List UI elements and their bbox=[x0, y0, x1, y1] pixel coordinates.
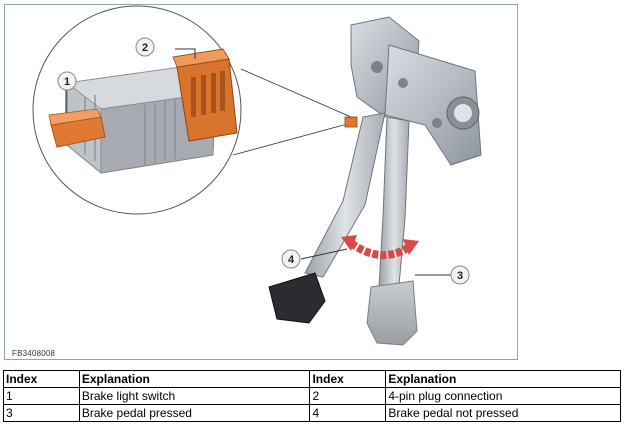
svg-text:2: 2 bbox=[142, 42, 148, 54]
explanation-cell: Brake light switch bbox=[78, 387, 311, 405]
switch-orange-clip bbox=[48, 108, 106, 148]
table-row: 3 Brake pedal pressed 4 Brake pedal not … bbox=[3, 404, 621, 422]
index-cell: 1 bbox=[3, 387, 80, 405]
svg-text:1: 1 bbox=[64, 76, 70, 88]
callout-2: 2 bbox=[135, 37, 155, 57]
index-cell: 2 bbox=[309, 387, 387, 405]
magnified-detail bbox=[32, 5, 242, 215]
pedal-pad-pressed bbox=[268, 272, 326, 324]
pedal-pad-not-pressed bbox=[366, 280, 418, 346]
callout-4: 4 bbox=[281, 249, 301, 269]
svg-text:3: 3 bbox=[457, 270, 463, 282]
callout-4-line bbox=[300, 248, 348, 260]
pedal-arm-pressed bbox=[304, 112, 386, 278]
pedal-illustration: 1 2 3 4 FB3408008 bbox=[4, 4, 518, 360]
svg-text:4: 4 bbox=[288, 254, 295, 266]
header-index: Index bbox=[3, 370, 80, 388]
header-explanation: Explanation bbox=[78, 370, 311, 388]
pedal-motion-arrow bbox=[341, 235, 419, 260]
pedal-arm-not-pressed bbox=[378, 116, 410, 288]
index-cell: 4 bbox=[309, 404, 387, 422]
callout-1: 1 bbox=[57, 71, 77, 91]
explanation-cell: Brake pedal pressed bbox=[78, 404, 311, 422]
explanation-cell: 4-pin plug connection bbox=[385, 387, 621, 405]
figure-code: FB3408008 bbox=[12, 349, 56, 358]
header-explanation: Explanation bbox=[385, 370, 621, 388]
callout-3: 3 bbox=[450, 265, 470, 285]
pedal-diagram: 1 2 3 4 bbox=[32, 5, 482, 346]
table-row: 1 Brake light switch 2 4-pin plug connec… bbox=[3, 387, 621, 405]
brake-light-switch bbox=[344, 116, 358, 128]
legend-header-row: Index Explanation Index Explanation bbox=[3, 370, 621, 388]
zoom-line-bottom bbox=[232, 122, 352, 156]
header-index: Index bbox=[309, 370, 387, 388]
zoom-line-top bbox=[240, 68, 352, 118]
pedal-assembly bbox=[268, 16, 482, 346]
plug-connection-closeup bbox=[172, 48, 238, 142]
brake-light-switch-closeup bbox=[48, 48, 238, 174]
legend-table: Index Explanation Index Explanation 1 Br… bbox=[3, 370, 621, 422]
index-cell: 3 bbox=[3, 404, 80, 422]
explanation-cell: Brake pedal not pressed bbox=[385, 404, 621, 422]
